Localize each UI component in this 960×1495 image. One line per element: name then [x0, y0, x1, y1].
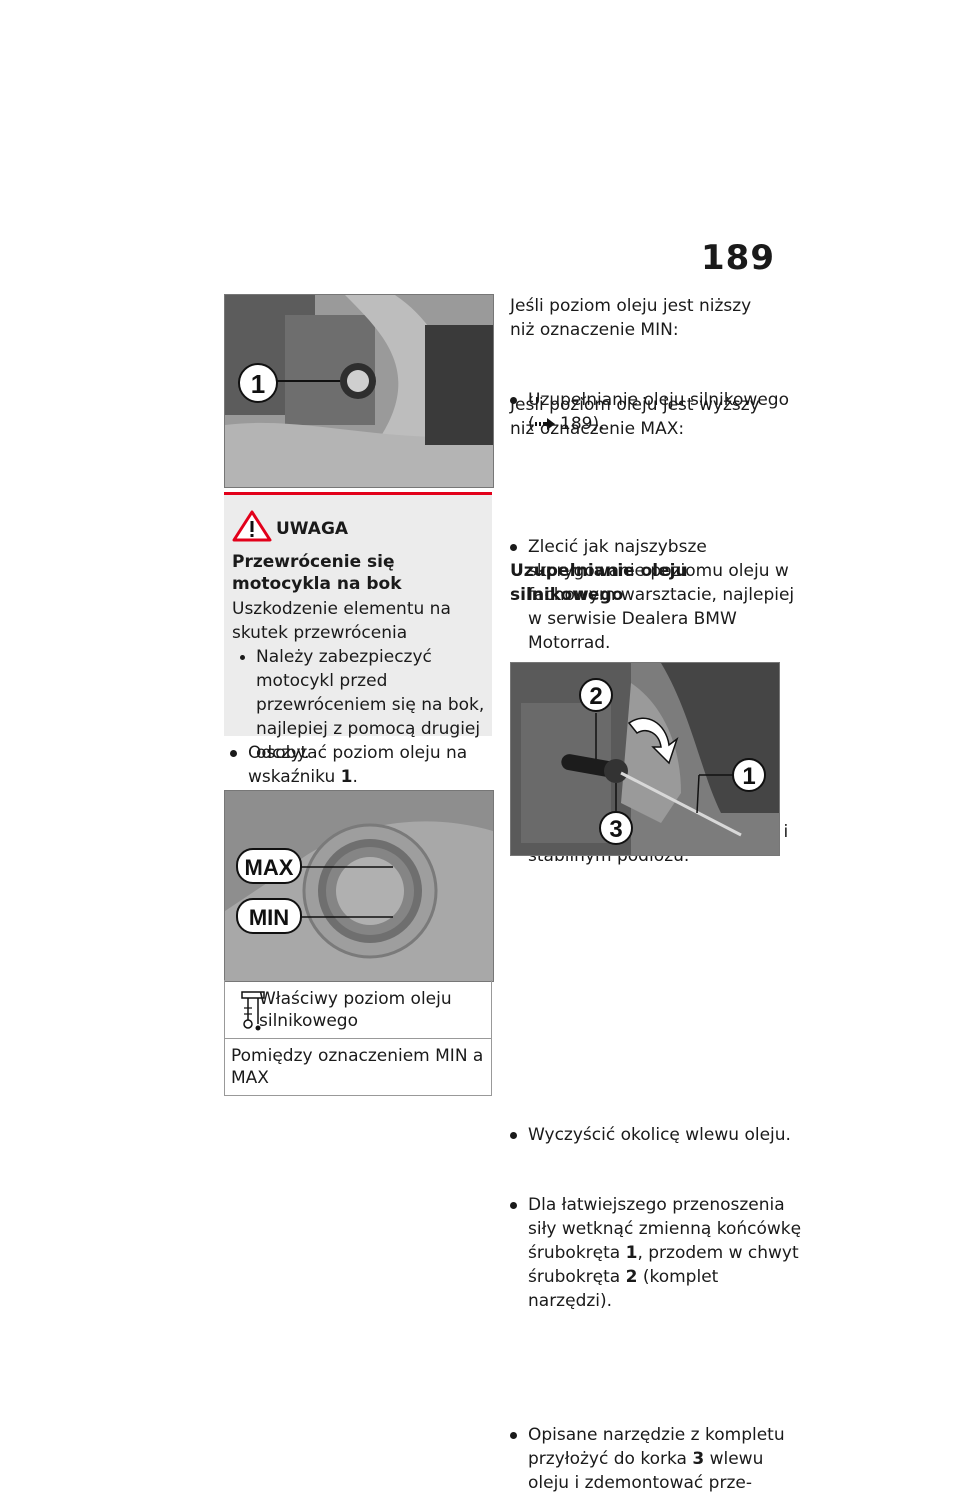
low-oil-step-text: Uzupełnianie oleju silnikowego (	[528, 390, 789, 434]
step-tool-text-c: (komplet narzędzi).	[528, 1267, 719, 1311]
callout-1-tool: 1	[742, 763, 755, 790]
page-ref-arrow-icon	[534, 418, 555, 430]
step-read-text: Odczytać poziom oleju na wskaźniku	[248, 743, 468, 787]
step-tool-text-b: , przodem w chwyt śrubokręta	[528, 1243, 799, 1287]
oil-window-max-min-photo: MAX MIN	[224, 790, 494, 982]
callout-3: 3	[609, 816, 622, 843]
ref-tool-1: 1	[625, 1243, 638, 1263]
ref-1: 1	[340, 767, 353, 787]
oil-level-spec-table: Właściwy poziom oleju silnikowego Pomięd…	[224, 980, 492, 1096]
page-number: 189	[701, 238, 775, 278]
low-oil-step: Uzupełnianie oleju silnikowego ( 189).	[504, 388, 798, 436]
screwdriver-photo: 2 1 3	[510, 662, 780, 856]
low-oil-step-suffix: ).	[592, 414, 605, 434]
step-read-suffix: .	[352, 767, 358, 787]
label-max: MAX	[245, 855, 294, 880]
low-oil-intro: Jeśli poziom oleju jest niższy niż oznac…	[510, 296, 752, 340]
high-oil-intro: Jeśli poziom oleju jest wyższy niż oznac…	[510, 395, 760, 439]
callout-1: 1	[251, 369, 265, 399]
spec-value: Pomiędzy oznaczeniem MIN a MAX	[231, 1046, 484, 1088]
warning-heading: Przewrócenie się motocykla na bok	[232, 552, 402, 594]
step-tool-text-a: Dla łatwiejszego przenoszenia siły wetkn…	[528, 1195, 802, 1263]
engine-photo-oil-window: 1	[224, 294, 494, 488]
step-remove-cap: Opisane narzędzie z kompletu przyłożyć d…	[504, 1423, 802, 1495]
ref-tool-2: 2	[625, 1267, 638, 1287]
warning-instruction: Należy zabezpieczyć motocykl przed przew…	[232, 645, 488, 765]
warning-triangle-icon	[232, 510, 272, 542]
warning-cause: Uszkodzenie elementu na skutek przewróce…	[232, 599, 451, 643]
page-ref-link[interactable]: 189	[560, 414, 593, 434]
warning-box: UWAGA Przewrócenie się motocykla na bok …	[224, 492, 492, 763]
spec-title: Właściwy poziom oleju silnikowego	[259, 989, 452, 1031]
step-insert-bit: Dla łatwiejszego przenoszenia siły wetkn…	[504, 1193, 802, 1313]
high-oil-step: Zlecić jak najszybsze skorygowanie pozio…	[504, 535, 798, 655]
label-min: MIN	[249, 905, 289, 930]
oil-dipstick-icon	[241, 991, 265, 1031]
step-clean-filler: Wyczyścić okolicę wlewu oleju.	[504, 1123, 798, 1147]
step-read-oil-level: Odczytać poziom oleju na wskaźniku 1.	[224, 741, 510, 789]
warning-title: UWAGA	[276, 519, 349, 539]
ref-cap-3: 3	[692, 1449, 705, 1469]
section-heading: Uzupełnianie oleju silnikowego	[510, 561, 688, 605]
callout-2: 2	[589, 683, 602, 710]
